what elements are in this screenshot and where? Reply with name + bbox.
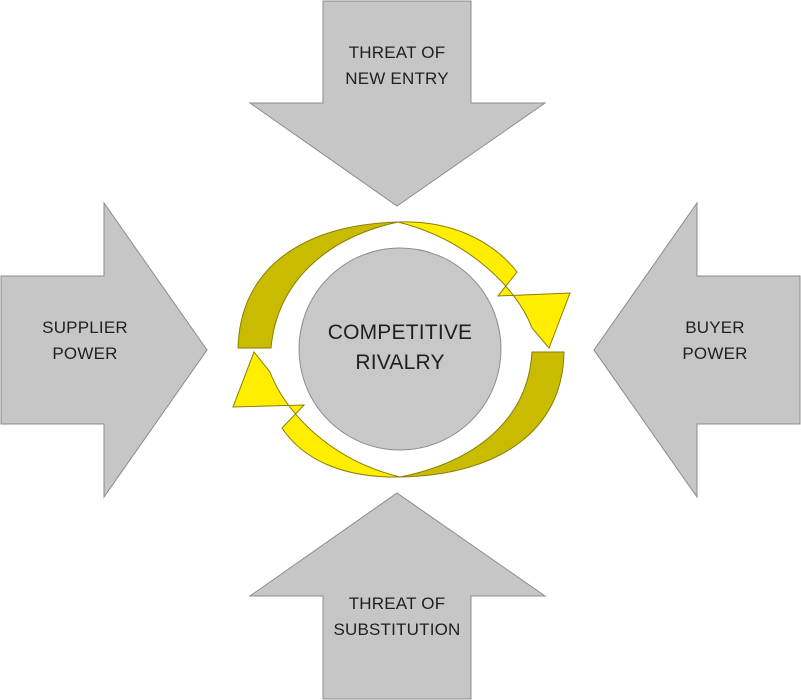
threat-of-substitution-arrow [248, 492, 547, 700]
cycle-arrow-upper-right [397, 221, 571, 349]
supplier-power-label: SUPPLIER POWER [10, 315, 160, 367]
buyer-power-arrow [593, 201, 801, 499]
threat-of-new-entry-arrow [248, 0, 547, 207]
competitive-rivalry-label: COMPETITIVE RIVALRY [310, 318, 490, 378]
threat-of-substitution-line2: SUBSTITUTION [333, 620, 461, 639]
competitive-rivalry-line1: COMPETITIVE [327, 321, 473, 344]
buyer-power-line2: POWER [682, 344, 748, 363]
cycle-arrow-lower-left [232, 351, 401, 478]
buyer-power-label: BUYER POWER [640, 315, 790, 367]
supplier-power-line2: POWER [52, 344, 118, 363]
threat-of-new-entry-line1: THREAT OF [348, 43, 446, 62]
threat-of-substitution-label: THREAT OF SUBSTITUTION [300, 591, 494, 643]
threat-of-new-entry-label: THREAT OF NEW ENTRY [300, 40, 494, 92]
supplier-power-arrow [0, 201, 208, 499]
competitive-rivalry-circle [298, 247, 502, 451]
competitive-rivalry-line2: RIVALRY [355, 351, 445, 374]
threat-of-new-entry-line2: NEW ENTRY [345, 69, 449, 88]
threat-of-substitution-line1: THREAT OF [348, 594, 446, 613]
buyer-power-line1: BUYER [685, 318, 745, 337]
supplier-power-line1: SUPPLIER [42, 318, 128, 337]
